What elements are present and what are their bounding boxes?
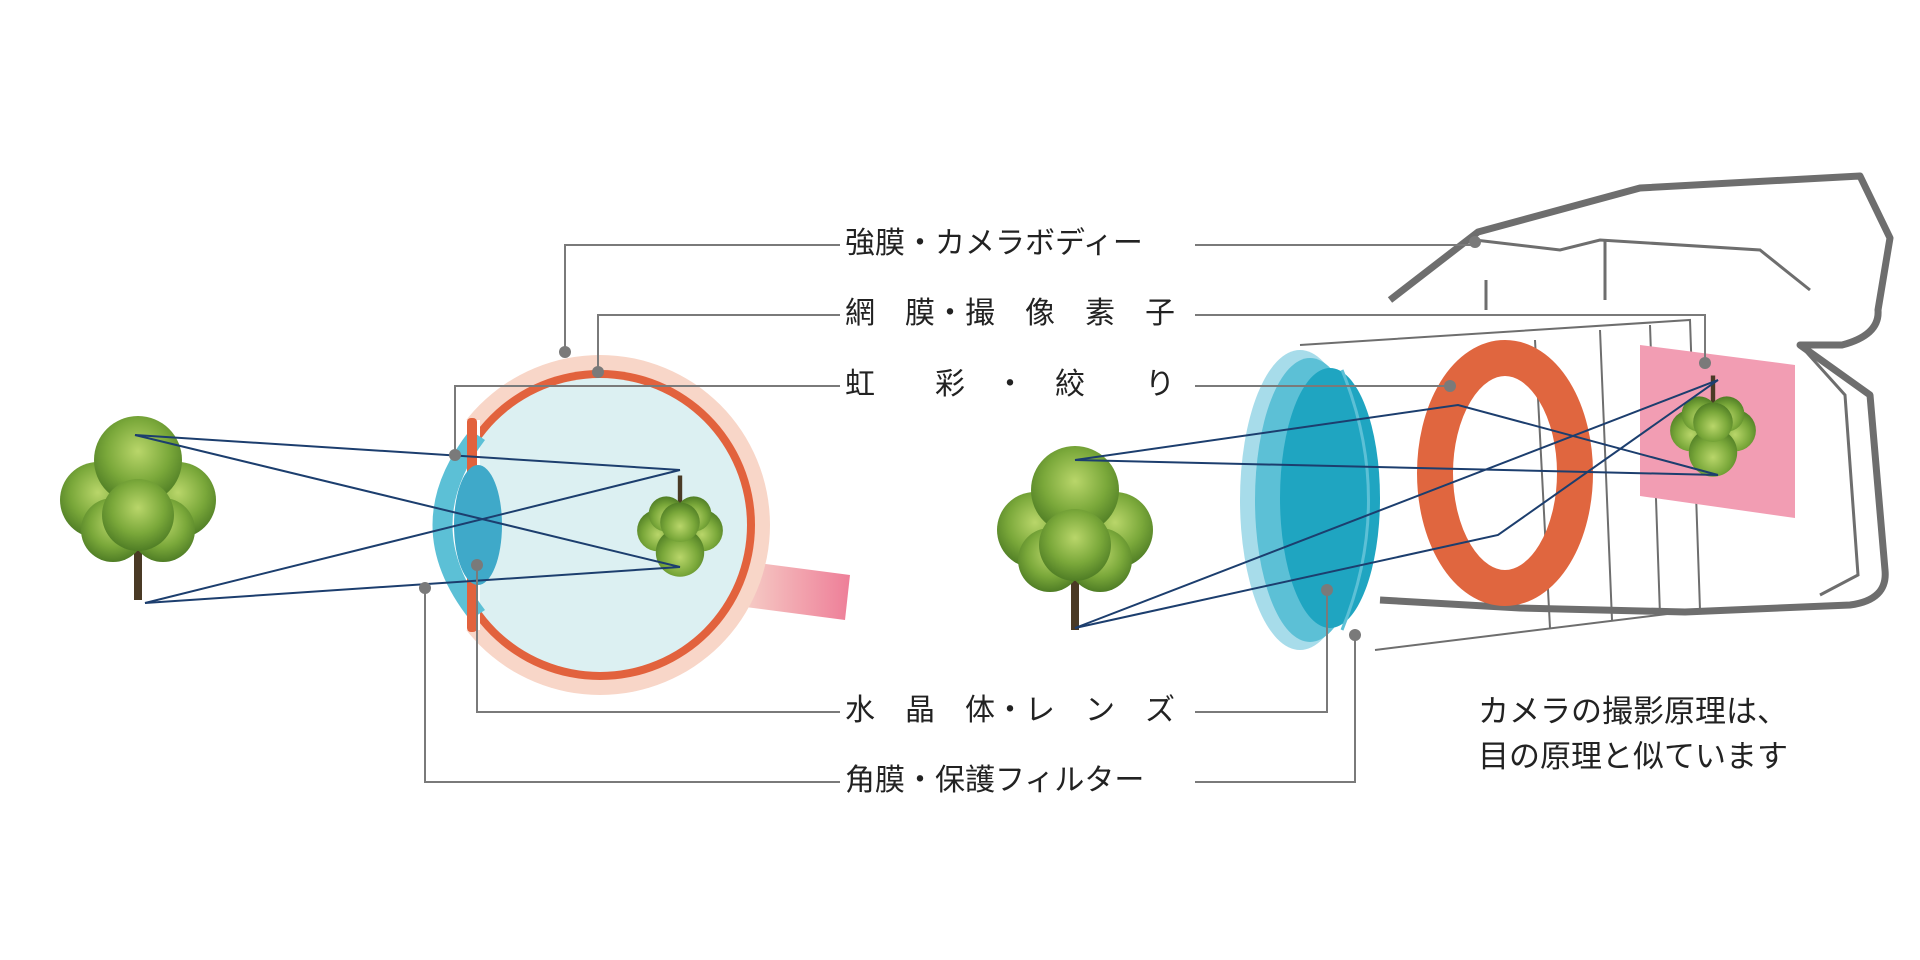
camera-icon [1299,172,1894,651]
caption: カメラの撮影原理は、 目の原理と似ています [1478,690,1788,780]
label-sclera-camera-body: 強膜・カメラボディー [845,226,1143,261]
camera-aperture [1417,340,1593,606]
camera-side-tree-icon [997,446,1153,630]
eye-vitreous [453,378,747,672]
eye-iris-bottom [467,572,477,632]
label-lens: 水 晶 体・レ ン ズ [845,693,1175,728]
label-cornea-filter: 角膜・保護フィルター [845,763,1145,798]
eye-icon [420,355,850,695]
caption-line-2: 目の原理と似ています [1478,738,1788,775]
camera-grip [1798,343,1860,597]
eye-iris-top [467,418,477,478]
camera-light-rays [1074,379,1719,629]
label-iris-aperture: 虹 彩 ・ 絞 り [845,367,1175,402]
camera-lens-inner [1280,368,1380,628]
eye-lens [454,465,502,585]
caption-line-1: カメラの撮影原理は、 [1478,694,1788,730]
camera-body-outline [1379,172,1894,616]
label-retina-image-sensor: 網 膜・撮 像 素 子 [845,296,1175,331]
eye-cornea [432,430,485,620]
leader-dots [419,236,1711,641]
eye-light-rays [134,434,681,604]
eye-side-tree-icon [60,416,216,600]
camera-pentaprism [1474,238,1811,292]
